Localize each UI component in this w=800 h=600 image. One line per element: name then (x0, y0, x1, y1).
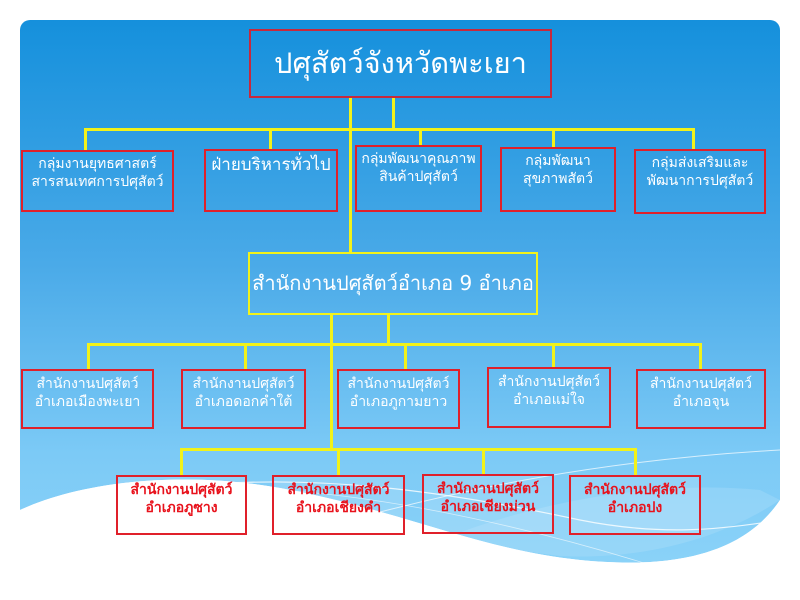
district-node-chun: สำนักงานปศุสัตว์ อำเภอจุน (636, 369, 766, 429)
connector-line (392, 97, 395, 130)
node-label-line: อำเภอเมืองพะเยา (34, 393, 141, 410)
district-offices-title: สำนักงานปศุสัตว์อำเภอ 9 อำเภอ (252, 271, 534, 295)
connector-line (337, 448, 340, 475)
district-node-chiang-kham: สำนักงานปศุสัตว์ อำเภอเชียงคำ (272, 475, 405, 535)
connector-line (482, 448, 485, 474)
connector-line (404, 343, 407, 369)
group-node-strategy: กลุ่มงานยุทธศาสตร์ สารสนเทศการปศุสัตว์ (21, 150, 174, 212)
connector-line (699, 343, 702, 369)
node-label-line: อำเภอภูกามยาว (349, 393, 448, 410)
district-node-phu-sang: สำนักงานปศุสัตว์ อำเภอภูซาง (116, 475, 247, 535)
connector-line (692, 128, 695, 150)
connector-line (87, 343, 702, 346)
district-node-pong: สำนักงานปศุสัตว์ อำเภอปง (569, 475, 701, 535)
node-label-line: อำเภอแม่ใจ (513, 391, 585, 408)
connector-line (87, 343, 90, 369)
node-label-line: สำนักงานปศุสัตว์ (650, 376, 752, 392)
node-label-line: อำเภอเชียงคำ (295, 499, 382, 516)
node-label-line: อำเภอจุน (672, 393, 730, 410)
district-node-mueang-phayao: สำนักงานปศุสัตว์ อำเภอเมืองพะเยา (21, 369, 154, 429)
group-node-administration: ฝ่ายบริหารทั่วไป (204, 149, 338, 212)
node-label-line: กลุ่มงานยุทธศาสตร์ (38, 156, 157, 172)
connector-line (84, 128, 87, 150)
district-node-phu-kamyao: สำนักงานปศุสัตว์ อำเภอภูกามยาว (337, 369, 460, 429)
district-node-chiang-muan: สำนักงานปศุสัตว์ อำเภอเชียงม่วน (422, 474, 554, 534)
node-label-line: อำเภอปง (607, 499, 663, 516)
connector-line (634, 448, 637, 475)
connector-line (552, 128, 555, 148)
node-label-line: สำนักงานปศุสัตว์ (36, 376, 139, 392)
node-label-line: ฝ่ายบริหารทั่วไป (211, 155, 331, 175)
connector-line (180, 448, 183, 475)
node-label-line: สำนักงานปศุสัตว์ (347, 376, 450, 392)
connector-line (349, 97, 352, 252)
node-label-line: สำนักงานปศุสัตว์ (287, 482, 390, 498)
connector-line (269, 128, 272, 150)
node-label-line: สำนักงานปศุสัตว์ (130, 482, 233, 498)
node-label-line: สำนักงานปศุสัตว์ (437, 481, 539, 497)
root-node-box: ปศุสัตว์จังหวัดพะเยา (249, 29, 552, 98)
node-label-line: สำนักงานปศุสัตว์ (498, 374, 600, 390)
node-label-line: พัฒนาการปศุสัตว์ (646, 172, 754, 189)
node-label-line: สุขภาพสัตว์ (523, 170, 593, 187)
group-node-product-quality: กลุ่มพัฒนาคุณภาพ สินค้าปศุสัตว์ (355, 145, 482, 212)
node-label-line: อำเภอเชียงม่วน (440, 498, 536, 515)
node-label-line: กลุ่มพัฒนาคุณภาพ (361, 151, 476, 167)
node-label-line: สำนักงานปศุสัตว์ (584, 482, 686, 498)
connector-line (419, 128, 422, 146)
district-node-mae-chai: สำนักงานปศุสัตว์ อำเภอแม่ใจ (487, 367, 611, 428)
group-node-animal-health: กลุ่มพัฒนา สุขภาพสัตว์ (500, 147, 616, 212)
root-node-title: ปศุสัตว์จังหวัดพะเยา (274, 46, 527, 81)
connector-line (180, 448, 637, 451)
connector-line (244, 343, 247, 369)
node-label-line: อำเภอภูซาง (145, 499, 218, 516)
connector-line (330, 314, 333, 450)
node-label-line: อำเภอดอกคำใต้ (194, 393, 293, 410)
node-label-line: สำนักงานปศุสัตว์ (192, 376, 295, 392)
node-label-line: สารสนเทศการปศุสัตว์ (31, 173, 164, 190)
connector-line (552, 343, 555, 367)
connector-line (84, 128, 695, 131)
node-label-line: กลุ่มพัฒนา (525, 153, 591, 169)
district-node-dok-khamtai: สำนักงานปศุสัตว์ อำเภอดอกคำใต้ (181, 369, 306, 429)
district-offices-node: สำนักงานปศุสัตว์อำเภอ 9 อำเภอ (248, 252, 538, 315)
connector-line (387, 314, 390, 345)
node-label-line: สินค้าปศุสัตว์ (379, 168, 458, 185)
group-node-livestock-promotion: กลุ่มส่งเสริมและ พัฒนาการปศุสัตว์ (634, 149, 766, 214)
node-label-line: กลุ่มส่งเสริมและ (651, 155, 749, 171)
